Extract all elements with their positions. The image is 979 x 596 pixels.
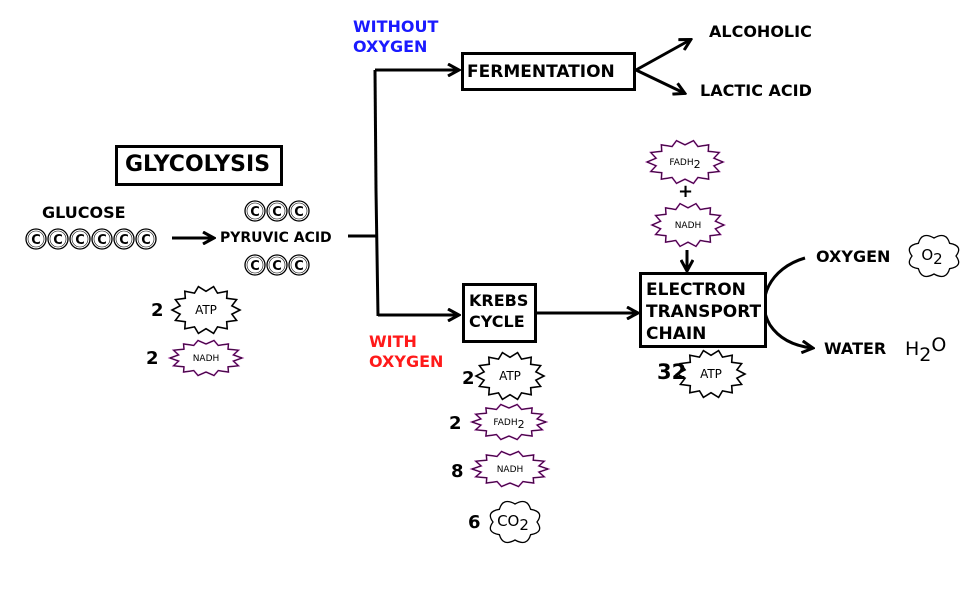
carbon-letter: C [31,233,41,248]
carbon-atom: C [113,228,135,250]
molecule-label: O2 [921,246,942,268]
glycolysis-atp-burst: ATP [170,285,242,335]
carbon-atom: C [266,200,288,222]
krebs-co2-count: 6 [468,512,481,533]
carbon-atom: C [135,228,157,250]
etc-atp-count: 32 [657,360,687,384]
carbon-atom: C [25,228,47,250]
to-lactic-acid-arrow [635,68,684,93]
water-formula: H2O [905,334,947,366]
glycolysis-nadh-burst: NADH [167,339,245,377]
etc-fadh2-input-burst: FADH2 [644,139,726,185]
molecule-label: ATP [499,369,521,383]
oxygen-cloud: O2 [908,234,960,278]
carbon-letter: C [119,233,129,248]
carbon-atom: C [244,254,266,276]
etc-nadh-input-burst: NADH [650,202,726,248]
alcoholic-label: ALCOHOLIC [709,22,812,41]
carbon-letter: C [141,233,151,248]
molecule-label: ATP [700,367,722,381]
carbon-letter: C [53,233,63,248]
carbon-letter: C [272,259,282,274]
electron-transport-chain-box: ELECTRON TRANSPORT CHAIN [639,272,767,348]
carbon-atom: C [288,254,310,276]
to-alcoholic-arrow [635,40,690,72]
glycolysis-atp-count: 2 [151,300,164,321]
carbon-atom: C [69,228,91,250]
krebs-nadh-count: 8 [451,461,464,482]
lactic-acid-label: LACTIC ACID [700,81,812,100]
molecule-label: NADH [497,465,524,475]
with-oxygen-label: WITH OXYGEN [369,332,444,371]
oxygen-label: OXYGEN [816,247,891,266]
molecule-label: NADH [193,354,220,364]
carbon-letter: C [97,233,107,248]
fermentation-label: FERMENTATION [467,62,615,82]
molecule-label: CO2 [497,512,529,534]
carbon-letter: C [250,259,260,274]
carbon-letter: C [272,205,282,220]
molecule-label: NADH [675,221,702,231]
krebs-fadh2-burst: FADH2 [469,403,549,441]
etc-atp-burst: ATP [675,349,747,399]
water-label: WATER [824,339,887,358]
carbon-atom: C [288,200,310,222]
glycolysis-title: GLYCOLYSIS [125,152,271,177]
pyruvic-acid-label: PYRUVIC ACID [220,230,332,246]
carbon-atom: C [266,254,288,276]
krebs-nadh-burst: NADH [469,450,551,488]
branch-connector [348,70,458,316]
carbon-atom: C [91,228,113,250]
krebs-co2-cloud: CO2 [489,500,541,544]
carbon-atom: C [244,200,266,222]
glucose-label: GLUCOSE [42,203,126,222]
oxygen-to-water-arrow [762,256,812,348]
krebs-cycle-box: KREBS CYCLE [462,283,537,343]
carbon-letter: C [75,233,85,248]
carbon-atom: C [47,228,69,250]
glycolysis-nadh-count: 2 [146,348,159,369]
molecule-label: FADH2 [669,158,700,171]
plus-sign: + [678,181,694,202]
molecule-label: ATP [195,303,217,317]
krebs-atp-burst: ATP [474,351,546,401]
carbon-letter: C [250,205,260,220]
carbon-letter: C [294,205,304,220]
without-oxygen-label: WITHOUT OXYGEN [353,17,439,56]
carbon-letter: C [294,259,304,274]
fermentation-box: FERMENTATION [461,52,636,91]
krebs-fadh2-count: 2 [449,413,462,434]
molecule-label: FADH2 [493,418,524,431]
glycolysis-title-box: GLYCOLYSIS [115,145,283,186]
krebs-atp-count: 2 [462,368,475,389]
